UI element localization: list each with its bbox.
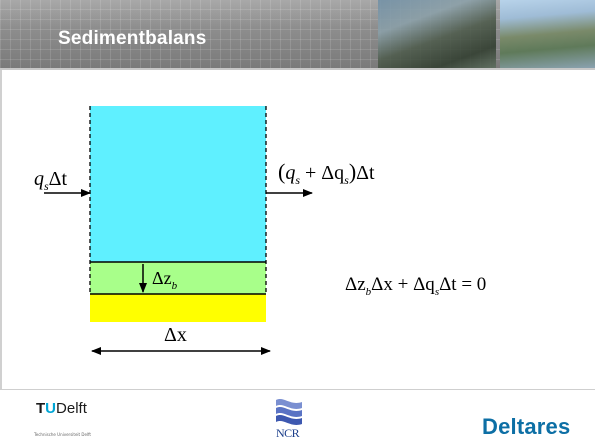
dx-label: Δx [164, 324, 187, 346]
bed-layer [90, 294, 266, 322]
header-photo-bridge [378, 0, 496, 68]
ncr-label: NCR [276, 426, 300, 440]
tudelft-t: T [36, 400, 46, 417]
footer-divider [0, 389, 595, 390]
tudelft-name: Delft [56, 400, 87, 417]
tudelft-u: U [45, 400, 57, 417]
slide-header: Sedimentbalans [0, 0, 595, 68]
dz-label: Δzb [152, 268, 178, 292]
inflow-label: qsΔt [34, 168, 68, 193]
balance-equation: ΔzbΔx + ΔqsΔt = 0 [345, 274, 486, 298]
ncr-logo [276, 394, 302, 438]
left-divider [0, 70, 2, 390]
deposit-layer [90, 262, 266, 294]
tudelft-subtitle: Technische Universiteit Delft [34, 432, 91, 437]
header-divider [0, 68, 595, 70]
tudelft-logo: TUDelft [36, 400, 87, 417]
water-column [90, 106, 266, 262]
outflow-label: (qs + Δqs)Δt [278, 159, 375, 187]
slide-title: Sedimentbalans [58, 28, 207, 49]
header-photo-river [500, 0, 595, 68]
deltares-logo: Deltares [482, 414, 571, 439]
